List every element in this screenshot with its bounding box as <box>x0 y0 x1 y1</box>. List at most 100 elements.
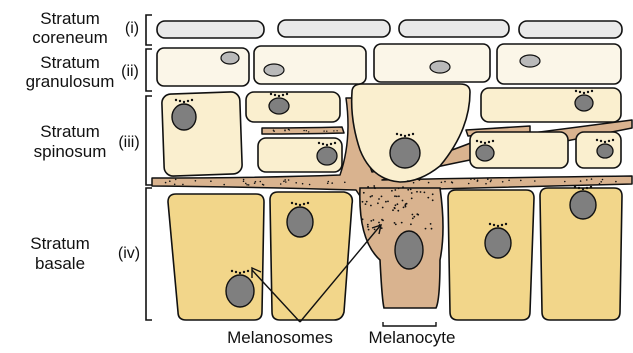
melanosome-dot <box>534 180 536 182</box>
melanosome-dot <box>282 94 284 96</box>
melanosome-dot <box>273 130 274 131</box>
melanosome-dot <box>575 90 577 92</box>
melanosome-dot <box>285 181 287 183</box>
melanosome-dot <box>182 184 184 186</box>
melanosome-dot <box>366 201 368 203</box>
melanosome-dot <box>394 222 396 224</box>
melanosome-dot <box>432 199 434 201</box>
melanosome-dot <box>564 181 566 183</box>
melanosome-dot <box>284 179 286 181</box>
melanosome-dot <box>381 196 383 198</box>
melanosome-dot <box>295 182 297 184</box>
melanosome-dot <box>395 204 397 206</box>
melanosome-dot <box>412 218 414 220</box>
melanosome-dot <box>328 181 330 183</box>
melanosome-dot <box>245 183 247 185</box>
melanosome-dot <box>326 131 327 132</box>
melanosome-dot <box>303 203 305 205</box>
melanosome-dot <box>165 182 167 184</box>
melanosome-dot <box>373 219 375 221</box>
melanosome-dot <box>608 140 610 142</box>
melanosome-dot <box>489 223 491 225</box>
melanosome-dot <box>474 178 476 180</box>
label-melanocyte: Melanocyte <box>369 328 456 347</box>
melanosome-dot <box>235 271 237 273</box>
melanosome-dot <box>403 207 405 209</box>
layer-label-corneum-line2: coreneum <box>32 28 108 47</box>
melanosome-dot <box>424 192 426 194</box>
melanosome-dot <box>410 223 412 225</box>
melanosome-dot <box>291 202 293 204</box>
melanosome-dot <box>367 224 369 226</box>
melanosome-dot <box>410 189 412 191</box>
melanosome-dot <box>412 214 414 216</box>
melanosome-dot <box>411 198 413 200</box>
melanosome-dot <box>398 187 400 189</box>
melanosome-dot <box>476 140 478 142</box>
melanosome-dot <box>413 182 415 184</box>
melanosome-dot <box>591 90 593 92</box>
melanosome-dot <box>396 133 398 135</box>
melanosome-dot <box>378 222 380 224</box>
melanocyte-nucleus <box>395 231 423 269</box>
melanosome-dot <box>612 139 614 141</box>
label-melanosomes: Melanosomes <box>227 328 333 347</box>
melanosome-dot <box>444 181 446 183</box>
melanosome-dot <box>493 224 495 226</box>
melanosome-dot <box>411 192 413 194</box>
melanosome-dot <box>270 93 272 95</box>
melanosome-dot <box>239 272 241 274</box>
melanosome-dot <box>243 181 245 183</box>
melanosome-dot <box>289 129 290 130</box>
layer-brackets <box>146 15 152 320</box>
melanosome-dot <box>391 190 393 192</box>
melanosome-dot <box>334 142 336 144</box>
melanosome-dot <box>406 203 408 205</box>
melanosome-dot <box>231 270 233 272</box>
melanosome-dot <box>306 130 307 131</box>
melanosome-dot <box>318 142 320 144</box>
melanosome-dot <box>582 188 584 190</box>
melanosome-dot <box>263 184 265 186</box>
melanosome-dot <box>407 180 409 182</box>
layer-numeral-iii: (iii) <box>118 134 139 151</box>
melanosome-dot <box>401 222 403 224</box>
melanosome-dot <box>307 202 309 204</box>
melanosome-dot <box>283 181 285 183</box>
melanosome-dot <box>392 209 394 211</box>
melanosome-dot <box>382 207 384 209</box>
melanosome-dot <box>363 192 365 194</box>
melanosome-dot <box>288 179 290 181</box>
melanosome-dot <box>323 130 324 131</box>
melanosome-dot <box>377 202 379 204</box>
melanocyte-bracket <box>383 322 436 326</box>
layer-label-basale-line2: basale <box>35 254 85 273</box>
melanosome-dot <box>579 91 581 93</box>
melanosome-dot <box>505 223 507 225</box>
melanosome-dot <box>336 130 337 131</box>
melanosome-dot <box>309 184 311 186</box>
layer-label-granulosum: Stratum granulosum (ii) <box>26 53 139 91</box>
melanosome-dot <box>367 226 369 228</box>
melanosome-dot <box>368 229 370 231</box>
melanosome-dot <box>246 184 248 186</box>
melanosome-dot <box>385 201 387 203</box>
spinosum-layer <box>162 84 621 182</box>
melanosome-dot <box>497 225 499 227</box>
melanosome-dot <box>485 183 487 185</box>
melanosome-dot <box>365 203 367 205</box>
melanosome-dot <box>371 195 373 197</box>
layer-label-corneum: Stratum coreneum (i) <box>32 9 139 47</box>
melanosome-dot <box>602 179 604 181</box>
melanosome-dot <box>223 184 225 186</box>
layer-label-basale-line1: Stratum <box>30 234 90 253</box>
melanosome-dot <box>520 180 522 182</box>
melanosome-dot <box>274 94 276 96</box>
melanosome-dot <box>394 189 396 191</box>
layer-label-granulosum-line1: Stratum <box>40 53 100 72</box>
melanosome-dot <box>254 182 256 184</box>
melanosome-dot <box>490 179 492 181</box>
melanosome-dot <box>278 95 280 97</box>
melanosome-dot <box>508 180 510 182</box>
melanosome-dot <box>397 203 399 205</box>
